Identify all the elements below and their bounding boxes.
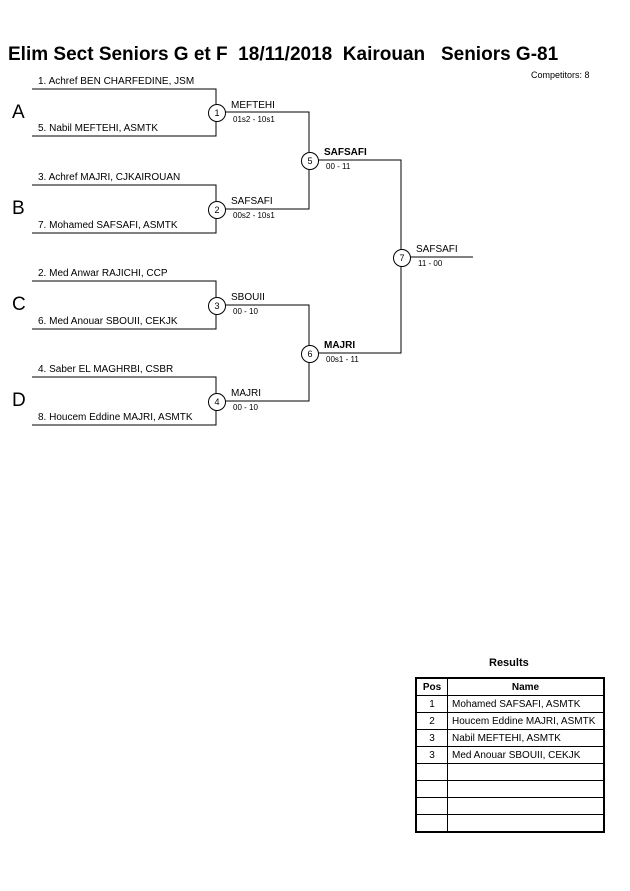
table-row (415, 763, 605, 781)
entrant-name: 1. Achref BEN CHARFEDINE, JSM (38, 76, 195, 87)
match-winner: MEFTEHI (231, 100, 275, 111)
result-name: Nabil MEFTEHI, ASMTK (447, 729, 605, 747)
match-number-badge: 5 (301, 152, 319, 170)
match-score: 00 - 11 (326, 162, 351, 171)
match-score: 00s2 - 10s1 (233, 211, 275, 220)
match-winner: SAFSAFI (416, 244, 458, 255)
result-name (447, 814, 605, 833)
competitors-count: Competitors: 8 (531, 70, 590, 80)
match-winner: SBOUII (231, 292, 265, 303)
result-name: Mohamed SAFSAFI, ASMTK (447, 695, 605, 713)
pool-label-b: B (12, 198, 25, 219)
result-pos: 3 (415, 746, 448, 764)
results-header-row: Pos Name (415, 677, 605, 696)
result-pos (415, 814, 448, 833)
entrant-name: 8. Houcem Eddine MAJRI, ASMTK (38, 412, 193, 423)
result-pos: 1 (415, 695, 448, 713)
match-score: 00 - 10 (233, 403, 258, 412)
match-number-badge: 1 (208, 104, 226, 122)
result-name: Med Anouar SBOUII, CEKJK (447, 746, 605, 764)
match-winner: MAJRI (324, 340, 356, 351)
result-name (447, 780, 605, 798)
match-number-badge: 6 (301, 345, 319, 363)
match-number-badge: 7 (393, 249, 411, 267)
match-score: 01s2 - 10s1 (233, 115, 275, 124)
pool-label-c: C (12, 294, 26, 315)
result-name (447, 797, 605, 815)
match-score: 11 - 00 (418, 259, 443, 268)
table-row (415, 780, 605, 798)
page-title: Elim Sect Seniors G et F 18/11/2018 Kair… (8, 44, 559, 65)
match-score: 00 - 10 (233, 307, 258, 316)
pool-label-d: D (12, 390, 26, 411)
entrant-name: 3. Achref MAJRI, CJKAIROUAN (38, 172, 181, 183)
entrant-name: 7. Mohamed SAFSAFI, ASMTK (38, 220, 178, 231)
result-pos: 2 (415, 712, 448, 730)
pool-label-a: A (12, 102, 25, 123)
entrant-name: 6. Med Anouar SBOUII, CEKJK (38, 316, 178, 327)
table-row (415, 814, 605, 833)
match-score: 00s1 - 11 (326, 355, 359, 364)
match-number-badge: 2 (208, 201, 226, 219)
match-winner: SAFSAFI (231, 196, 273, 207)
entrant-name: 2. Med Anwar RAJICHI, CCP (38, 268, 168, 279)
table-row (415, 797, 605, 815)
results-title: Results (489, 657, 529, 669)
match-winner: SAFSAFI (324, 147, 367, 158)
result-name (447, 763, 605, 781)
entrant-name: 5. Nabil MEFTEHI, ASMTK (38, 123, 159, 134)
pos-column-header: Pos (415, 677, 448, 696)
result-pos (415, 797, 448, 815)
entrant-name: 4. Saber EL MAGHRBI, CSBR (38, 364, 174, 375)
result-pos: 3 (415, 729, 448, 747)
match-number-badge: 3 (208, 297, 226, 315)
result-pos (415, 780, 448, 798)
name-column-header: Name (447, 677, 605, 696)
result-pos (415, 763, 448, 781)
result-name: Houcem Eddine MAJRI, ASMTK (447, 712, 605, 730)
match-winner: MAJRI (231, 388, 261, 399)
match-number-badge: 4 (208, 393, 226, 411)
